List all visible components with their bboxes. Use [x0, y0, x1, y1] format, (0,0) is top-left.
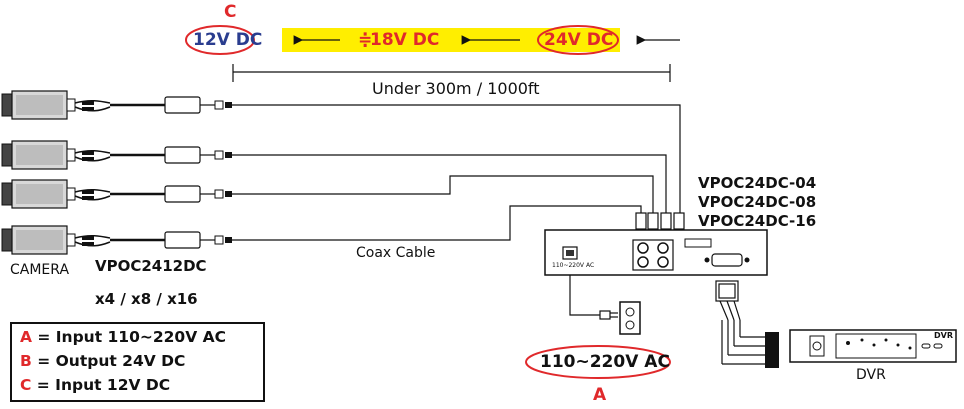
ellipse-24v — [537, 25, 619, 55]
psu-panel-text: 110~220V AC — [552, 262, 595, 269]
model-16: VPOC24DC-16 — [698, 212, 817, 230]
coax-label: Coax Cable — [356, 245, 436, 261]
balun-unit — [164, 146, 232, 164]
psu-connectors — [635, 212, 685, 230]
coax-cables — [232, 104, 681, 241]
bnc-plugs — [765, 332, 779, 368]
distance-label: Under 300m / 1000ft — [372, 79, 540, 98]
legend-item-c: C = Input 12V DC — [20, 376, 170, 394]
wall-outlet — [619, 301, 641, 335]
legend-key: A — [20, 328, 32, 346]
balun-unit — [164, 96, 232, 114]
legend-text: = Input 110~220V AC — [32, 328, 226, 346]
legend-box: A = Input 110~220V AC B = Output 24V DC … — [10, 322, 265, 402]
camera-unit — [1, 179, 165, 209]
dvr-label: DVR — [856, 367, 886, 383]
voltage-12v: 12V DC — [193, 30, 263, 50]
voltage-18v-marker: ≑ — [358, 30, 373, 50]
ac-input-marker: A — [593, 385, 607, 405]
c-marker: C — [224, 2, 237, 22]
legend-item-a: A = Input 110~220V AC — [20, 328, 226, 346]
legend-item-b: B = Output 24V DC — [20, 352, 185, 370]
balun-model-label: VPOC2412DC — [95, 257, 207, 275]
model-04: VPOC24DC-04 — [698, 174, 817, 192]
camera-unit — [1, 225, 165, 255]
dvr-unit — [789, 329, 957, 363]
camera-group — [1, 90, 232, 255]
ac-input-label: 110~220V AC — [540, 352, 670, 372]
ac-power-cord — [569, 275, 618, 320]
legend-key: B — [20, 352, 32, 370]
model-08: VPOC24DC-08 — [698, 193, 817, 211]
dvr-panel-text: DVR — [934, 331, 953, 340]
ellipse-ac — [525, 345, 671, 379]
camera-unit — [1, 140, 165, 170]
balun-unit — [164, 185, 232, 203]
balun-unit — [164, 231, 232, 249]
balun-qty-label: x4 / x8 / x16 — [95, 290, 198, 308]
legend-key: C — [20, 376, 32, 394]
camera-unit — [1, 90, 165, 120]
voltage-24v: 24V DC — [544, 30, 614, 50]
distance-dimension — [232, 64, 671, 82]
legend-text: = Input 12V DC — [31, 376, 171, 394]
breakout-cable — [715, 280, 765, 365]
ellipse-12v — [185, 25, 255, 55]
voltage-18v: 18V DC — [370, 30, 440, 50]
camera-label: CAMERA — [10, 262, 70, 278]
legend-text: = Output 24V DC — [31, 352, 186, 370]
psu-unit — [544, 229, 768, 276]
